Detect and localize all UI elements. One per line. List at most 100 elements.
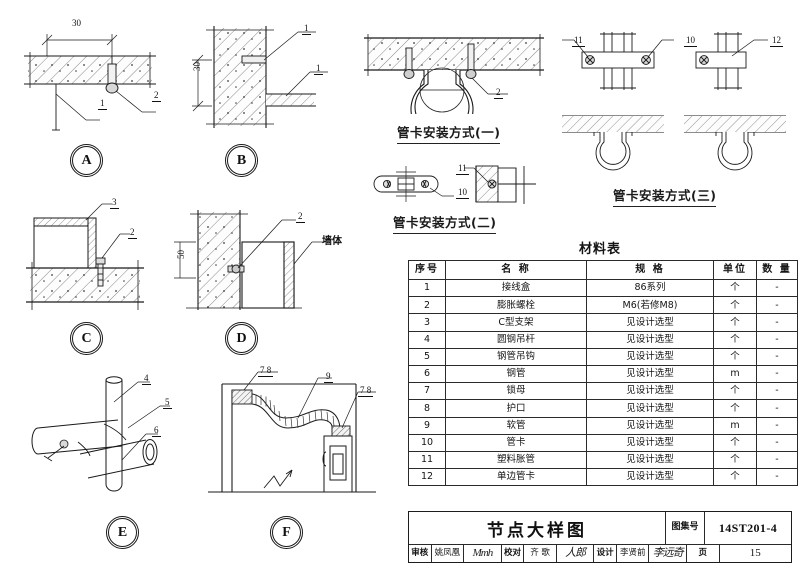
cell-name: 管卡 [445,433,587,452]
cell-no: 6 [408,364,446,384]
cell-spec: 见设计选型 [586,433,714,452]
cell-qty: - [756,296,798,315]
cell-qty: - [756,399,798,418]
cell-unit: 个 [713,382,757,401]
cell-name: 膨胀螺栓 [445,296,587,315]
cell-unit: 个 [713,433,757,452]
cell-spec: 86系列 [586,278,714,298]
col-header-spec: 规 格 [586,260,714,280]
caption-method-one-text: 管卡安装方式(一) [397,122,501,144]
material-table-title: 材料表 [578,242,621,257]
page-label: 页 [687,545,720,562]
cell-name: 塑料胀管 [445,450,587,470]
cell-unit: 个 [713,450,757,470]
cell-name: 圆钢吊杆 [445,330,587,349]
signature-role-0: 审核 [409,545,432,562]
cell-qty: - [756,416,798,435]
cell-spec: 见设计选型 [586,399,714,418]
caption-method-two: 管卡安装方式(二) [393,212,497,234]
caption-method-two-text: 管卡安装方式(二) [393,212,497,234]
caption-method-one: 管卡安装方式(一) [397,122,501,144]
detail-a-leader-2: 2 [152,90,161,102]
detail-d-wall-label: 墙体 [322,236,342,247]
cell-no: 9 [408,416,446,435]
method-three-leader-11: 11 [572,35,585,47]
cell-unit: m [713,416,757,435]
cell-qty: - [756,382,798,401]
detail-tag-a: A [70,144,103,177]
cell-qty: - [756,450,798,470]
detail-d-leader-2: 2 [296,211,305,223]
cell-name: 钢管 [445,364,587,384]
detail-e-leader-6: 6 [152,425,161,437]
col-header-qty: 数 量 [756,260,798,280]
page-number: 15 [749,547,761,559]
cell-spec: 见设计选型 [586,382,714,401]
title-block-main-row: 节点大样图 图集号 14ST201-4 [409,512,791,545]
caption-method-three-text: 管卡安装方式(三) [613,185,717,207]
cell-no: 7 [408,382,446,401]
cell-no: 2 [408,296,446,315]
detail-d-drawing [172,190,352,322]
detail-tag-b: B [225,144,258,177]
drawing-title: 节点大样图 [409,512,666,544]
detail-tag-e: E [106,516,139,549]
atlas-number-label: 图集号 [666,512,705,544]
signature-sign-0: Mmh [464,545,502,562]
method-three-leader-12: 12 [770,35,783,47]
detail-a-dimension-30: 30 [72,18,81,28]
method-three-leader-10: 10 [684,35,697,47]
detail-c-leader-2: 2 [128,227,137,239]
cell-no: 11 [408,450,446,470]
cell-no: 12 [408,468,446,487]
col-header-no: 序号 [408,260,446,280]
cell-spec: 见设计选型 [586,330,714,349]
cell-spec: 见设计选型 [586,313,714,332]
atlas-number-value: 14ST201-4 [718,520,778,535]
cell-qty: - [756,313,798,332]
cell-qty: - [756,364,798,384]
method-one-drawing [362,22,547,114]
cell-name: 护口 [445,399,587,418]
cell-name: 锁母 [445,382,587,401]
cell-unit: 个 [713,278,757,298]
cell-no: 1 [408,278,446,298]
cell-qty: - [756,278,798,298]
detail-b-drawing [176,12,346,142]
cell-qty: - [756,468,798,487]
cell-unit: 个 [713,399,757,418]
signature-sign-2: 李远奇 [649,545,688,562]
cell-unit: 个 [713,468,757,487]
cell-name: 软管 [445,416,587,435]
method-two-leader-11: 11 [456,163,469,175]
detail-e-leader-5: 5 [163,397,172,409]
cell-unit: 个 [713,313,757,332]
cell-spec: 见设计选型 [586,364,714,384]
detail-c-leader-3: 3 [110,197,119,209]
col-header-name: 名 称 [445,260,587,280]
caption-method-three: 管卡安装方式(三) [613,185,717,207]
detail-f-leader-78-right: 7 8 [358,385,374,397]
signature-name-1: 齐 歌 [524,545,557,562]
signature-name-2: 李贤前 [617,545,650,562]
cell-unit: 个 [713,296,757,315]
detail-f-leader-78-left: 7 8 [258,365,274,377]
cell-qty: - [756,330,798,349]
cell-name: 接线盒 [445,278,587,298]
detail-c-drawing [16,190,181,320]
cell-no: 5 [408,347,446,366]
signature-role-1: 校对 [502,545,525,562]
detail-tag-c: C [70,322,103,355]
